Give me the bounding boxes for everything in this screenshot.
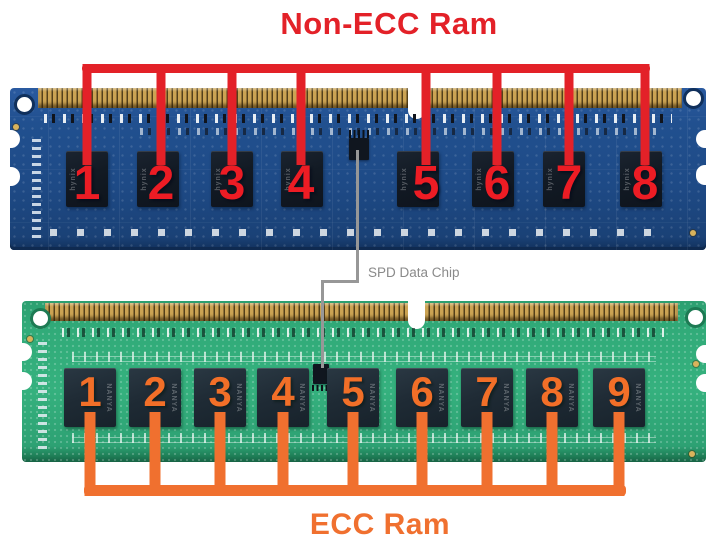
chip-number: 9: [607, 368, 631, 415]
spd-chip-pins: [312, 385, 330, 391]
chip-brand-text: NANYA: [235, 382, 242, 413]
chip-brand-text: NANYA: [368, 382, 375, 413]
gold-contact-fingers: [38, 88, 682, 108]
chip-number: 7: [475, 368, 499, 415]
mounting-hole: [30, 308, 51, 329]
ecc-connector-line: [347, 412, 359, 496]
memory-chip: hynix: [543, 151, 585, 207]
mounting-hole: [683, 88, 704, 109]
chip-number: 3: [218, 157, 246, 210]
smd-component-row: [44, 114, 672, 123]
edge-notch: [8, 167, 20, 186]
chip-number: 3: [208, 368, 232, 415]
chip-number: 5: [341, 368, 365, 415]
chip-brand-text: hynix: [624, 167, 631, 191]
non-ecc-connector-line: [564, 64, 574, 165]
key-notch: [408, 299, 425, 329]
chip-brand-text: NANYA: [502, 382, 509, 413]
edge-notch: [696, 165, 708, 185]
chip-number: 1: [78, 368, 102, 415]
silkscreen-marks-row: [72, 352, 656, 362]
key-notch: [408, 86, 425, 119]
chip-number: 2: [147, 157, 175, 210]
fiducial-dot: [13, 124, 19, 130]
solder-pad-column: [38, 341, 50, 449]
edge-notch: [696, 374, 708, 392]
non-ecc-bracket-bar: [82, 64, 650, 73]
ecc-connector-line: [416, 412, 428, 496]
fiducial-dot: [690, 230, 696, 236]
fiducial-dot: [689, 451, 695, 457]
non-ecc-connector-line: [227, 64, 237, 165]
chip-number: 7: [555, 157, 583, 210]
chip-brand-text: hynix: [401, 167, 408, 191]
edge-notch: [696, 345, 708, 363]
mounting-hole: [14, 94, 35, 115]
chip-brand-text: NANYA: [170, 382, 177, 413]
chip-number: 2: [143, 368, 167, 415]
non-ecc-connector-line: [156, 64, 166, 165]
non-ecc-connector-line: [492, 64, 502, 165]
chip-brand-text: NANYA: [437, 382, 444, 413]
ecc-connector-line: [149, 412, 161, 496]
spd-data-chip-blue: [349, 138, 369, 160]
spd-label: SPD Data Chip: [368, 265, 460, 280]
smd-component-row: [140, 128, 660, 135]
silkscreen-marks-row: [72, 433, 656, 443]
ecc-connector-line: [277, 412, 289, 496]
ecc-connector-line: [214, 412, 226, 496]
non-ecc-connector-line: [82, 64, 92, 165]
ecc-connector-line: [481, 412, 493, 496]
non-ecc-connector-line: [421, 64, 431, 165]
ecc-connector-line: [84, 412, 96, 496]
chip-brand-text: NANYA: [567, 382, 574, 413]
edge-notch: [696, 130, 708, 148]
non-ecc-connector-line: [296, 64, 306, 165]
chip-brand-text: hynix: [476, 167, 483, 191]
spd-data-chip-green: [313, 364, 329, 384]
smd-component-row: [62, 328, 666, 337]
spd-pointer-line: [321, 280, 324, 368]
ecc-connector-line: [546, 412, 558, 496]
non-ecc-title: Non-ECC Ram: [280, 6, 498, 41]
mounting-hole: [685, 307, 706, 328]
chip-number: 8: [631, 157, 659, 210]
edge-notch: [8, 130, 20, 148]
ecc-bracket-bar: [84, 485, 626, 496]
ecc-connector-line: [613, 412, 625, 496]
chip-brand-text: NANYA: [634, 382, 641, 413]
chip-brand-text: hynix: [547, 167, 554, 191]
chip-brand-text: NANYA: [298, 382, 305, 413]
solder-pad-column: [32, 138, 56, 238]
edge-notch: [20, 343, 32, 361]
chip-number: 1: [73, 157, 101, 210]
non-ecc-connector-line: [640, 64, 650, 165]
chip-number: 4: [287, 157, 315, 210]
spd-pointer-line: [321, 280, 359, 283]
edge-notch: [20, 372, 32, 390]
spd-chip-pins: [349, 130, 369, 138]
fiducial-dot: [27, 336, 33, 342]
chip-brand-text: NANYA: [105, 382, 112, 413]
chip-number: 4: [271, 368, 295, 415]
chip-number: 6: [483, 157, 511, 210]
spd-pointer-line: [356, 150, 359, 283]
chip-number: 8: [540, 368, 564, 415]
chip-number: 6: [410, 368, 434, 415]
fiducial-dot: [693, 361, 699, 367]
chip-number: 5: [412, 157, 440, 210]
ecc-title: ECC Ram: [309, 508, 451, 541]
memory-chip: hynix: [397, 151, 439, 207]
gold-contact-fingers: [45, 303, 678, 321]
